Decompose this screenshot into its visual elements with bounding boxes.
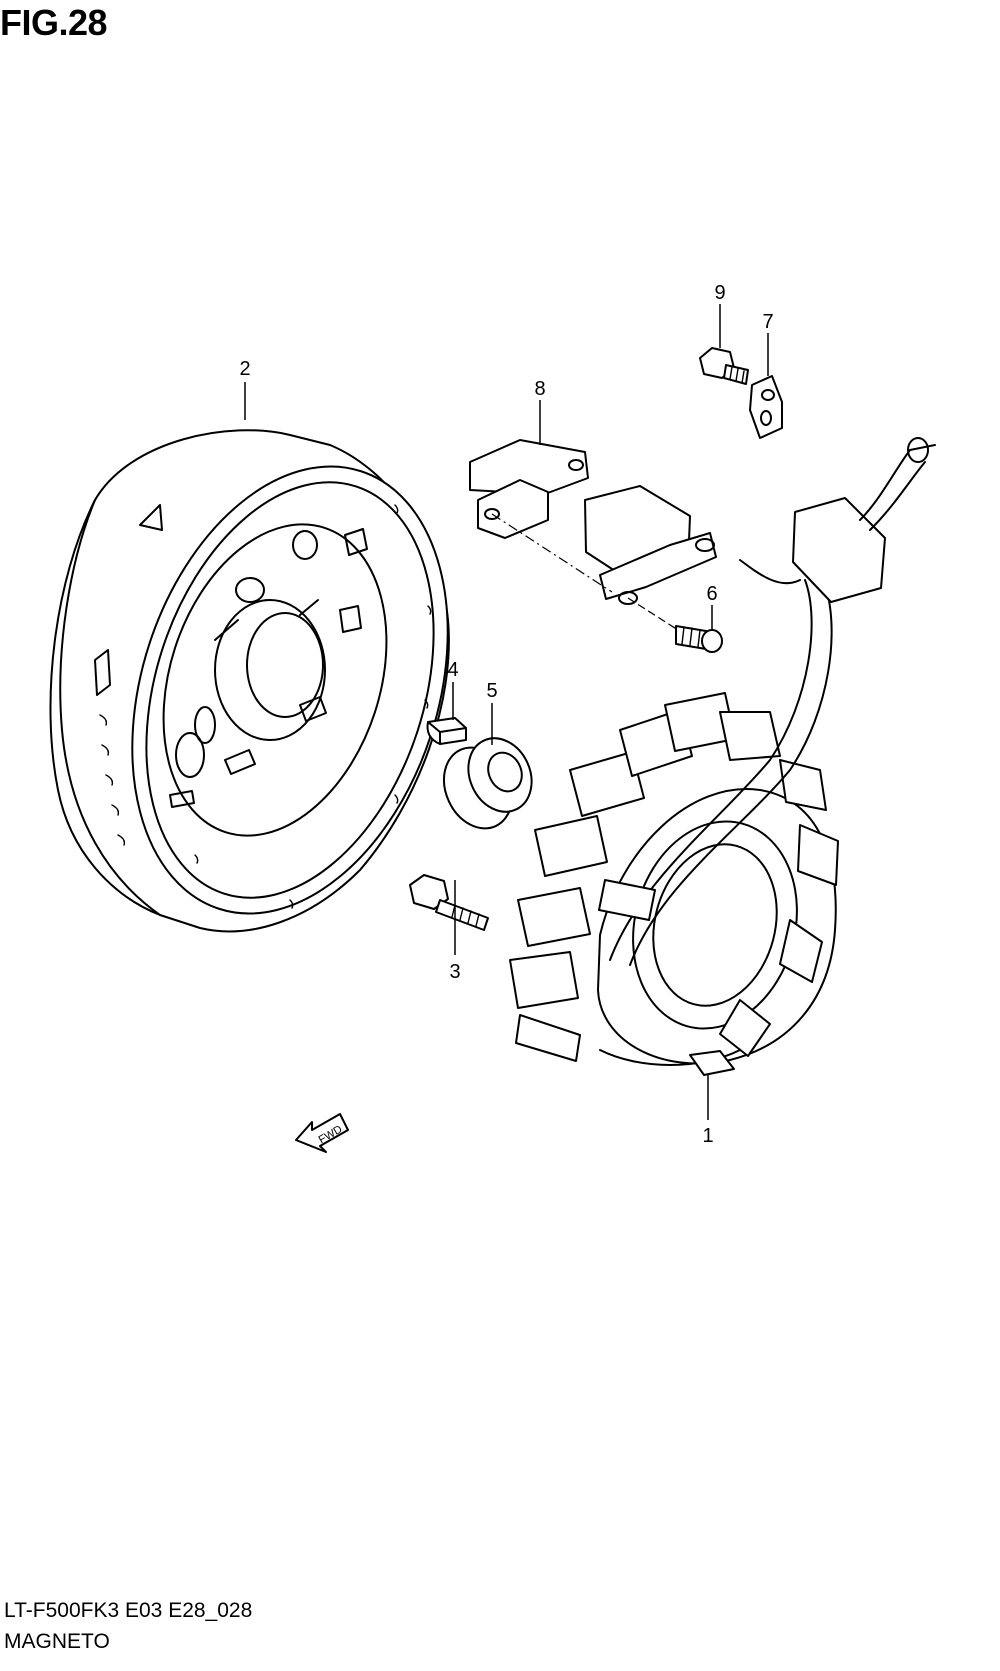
bracket-icon [469,439,613,593]
figure-title: FIG.28 [0,2,108,43]
callout-numbers: 1 2 3 4 5 6 7 8 9 [239,282,773,1147]
bolt-icon [699,347,749,385]
starter-gear-icon [442,737,533,830]
callout-8: 8 [534,378,545,400]
flywheel-rotor-icon [49,429,450,933]
woodruff-key-icon [426,717,467,745]
bolt-icon [409,874,489,931]
callout-7: 7 [762,311,773,333]
wire-clamp-icon [749,375,783,439]
callout-2: 2 [239,358,250,380]
stator-coil-icon [509,437,936,1076]
bolt-icon [627,597,723,653]
callout-9: 9 [714,282,725,304]
callout-leaders [244,304,769,1120]
callout-4: 4 [447,659,458,681]
callout-3: 3 [449,961,460,983]
figure-code: LT-F500FK3 E03 E28_028 [4,1599,253,1622]
callout-5: 5 [486,680,497,702]
fwd-arrow-icon: FWD [295,1113,349,1153]
figure-name: MAGNETO [4,1630,110,1653]
callout-6: 6 [706,583,717,605]
callout-1: 1 [702,1125,713,1147]
